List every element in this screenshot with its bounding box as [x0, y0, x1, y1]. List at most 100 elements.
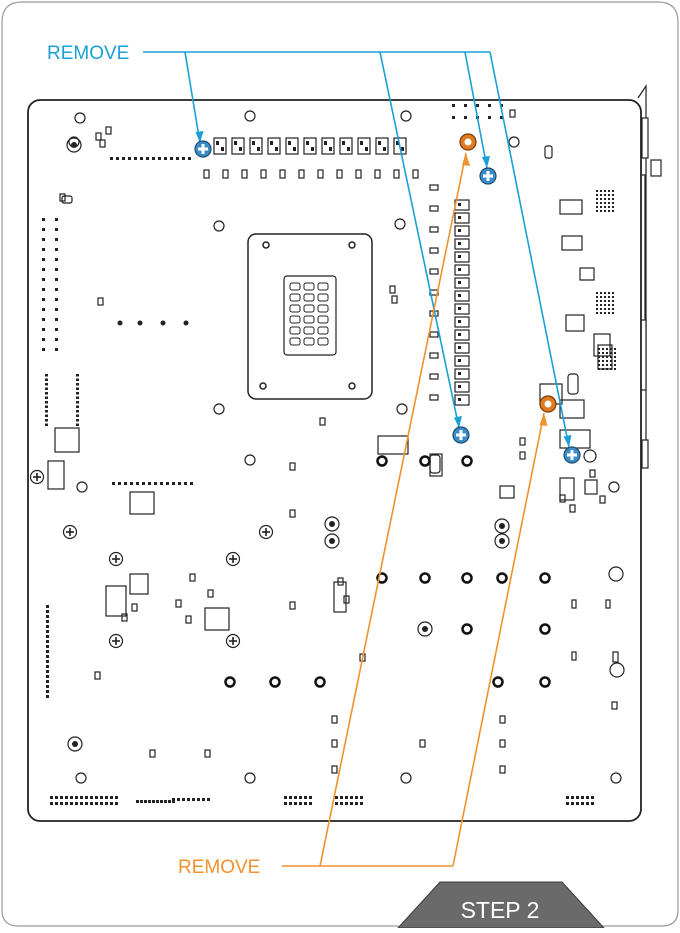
pin [299, 802, 302, 805]
pin [598, 360, 600, 362]
via-ring [461, 455, 473, 467]
pin [76, 401, 79, 404]
pin [95, 796, 98, 799]
pin [182, 798, 185, 801]
pin [596, 292, 598, 294]
mounting-hole-center [499, 523, 505, 529]
pin [596, 198, 598, 200]
pin [45, 396, 48, 399]
smd-part [571, 599, 577, 609]
pin [177, 798, 180, 801]
pin [148, 800, 151, 803]
pin [571, 802, 574, 805]
pin [602, 352, 604, 354]
pin [608, 190, 610, 192]
pin [610, 364, 612, 366]
pin [42, 318, 45, 321]
screw-hole [62, 524, 78, 540]
pin [42, 308, 45, 311]
vrm-choke [339, 137, 353, 155]
vrm-pad [458, 281, 461, 284]
vrm-pad [401, 147, 404, 151]
vrm-pad [458, 307, 461, 310]
pin [289, 796, 292, 799]
ic-chip [584, 479, 598, 495]
pin [55, 318, 58, 321]
capacitor [298, 169, 305, 179]
mounting-hole [324, 516, 340, 532]
vrm-pad [458, 242, 461, 245]
pin [602, 348, 604, 350]
pin [46, 645, 49, 648]
vrm-pad [458, 346, 461, 349]
pin [608, 308, 610, 310]
pin [608, 194, 610, 196]
pin [600, 210, 602, 212]
mounting-hole [400, 772, 412, 784]
pin [350, 796, 353, 799]
pin [340, 802, 343, 805]
pin [55, 248, 58, 251]
pin [600, 308, 602, 310]
screw-hole [225, 633, 241, 649]
vrm-pad [252, 141, 255, 145]
mounting-hole [75, 772, 87, 784]
cpu-pad [303, 315, 315, 324]
pin [76, 383, 79, 386]
pin [46, 625, 49, 628]
capacitor [336, 169, 343, 179]
via [117, 320, 123, 326]
smd-part [611, 701, 618, 710]
pin [164, 800, 167, 803]
via-ring [419, 455, 431, 467]
pin [42, 288, 45, 291]
vrm-choke [213, 137, 227, 155]
mounting-hole [76, 481, 88, 493]
ic-chip [129, 573, 149, 595]
ic-chip [377, 435, 409, 455]
vrm-choke [454, 251, 470, 263]
pin [184, 482, 187, 485]
screw-hole [108, 633, 124, 649]
smd-part [509, 109, 516, 118]
pin [45, 414, 48, 417]
smd-part [612, 651, 619, 663]
smd-part [599, 495, 606, 504]
vrm-pad [458, 320, 461, 323]
mounting-hole [394, 218, 406, 230]
pin [596, 308, 598, 310]
pin [294, 796, 297, 799]
pin [608, 296, 610, 298]
mounting-hole [417, 621, 433, 637]
pin [55, 802, 58, 805]
vrm-pad [458, 372, 461, 375]
smd-part [289, 462, 296, 471]
vrm-choke [454, 277, 470, 289]
pin [576, 802, 579, 805]
smd-part [175, 599, 182, 608]
pin [608, 292, 610, 294]
pin [55, 328, 58, 331]
via [137, 320, 143, 326]
ic-chip [499, 485, 515, 499]
vrm-choke [454, 212, 470, 224]
vrm-pad [342, 141, 345, 145]
pin [598, 348, 600, 350]
pin [604, 296, 606, 298]
pin [55, 298, 58, 301]
pin [110, 802, 113, 805]
pin [166, 482, 169, 485]
vrm-choke [267, 137, 281, 155]
pin [289, 802, 292, 805]
pin [604, 300, 606, 302]
mounting-hole [66, 137, 82, 153]
pin [610, 348, 612, 350]
pin [45, 401, 48, 404]
pin [46, 630, 49, 633]
via-ring [496, 572, 508, 584]
crystal [429, 454, 441, 474]
pin [596, 206, 598, 208]
pin [55, 278, 58, 281]
vrm-pad [458, 229, 461, 232]
vrm-pad [234, 141, 237, 145]
